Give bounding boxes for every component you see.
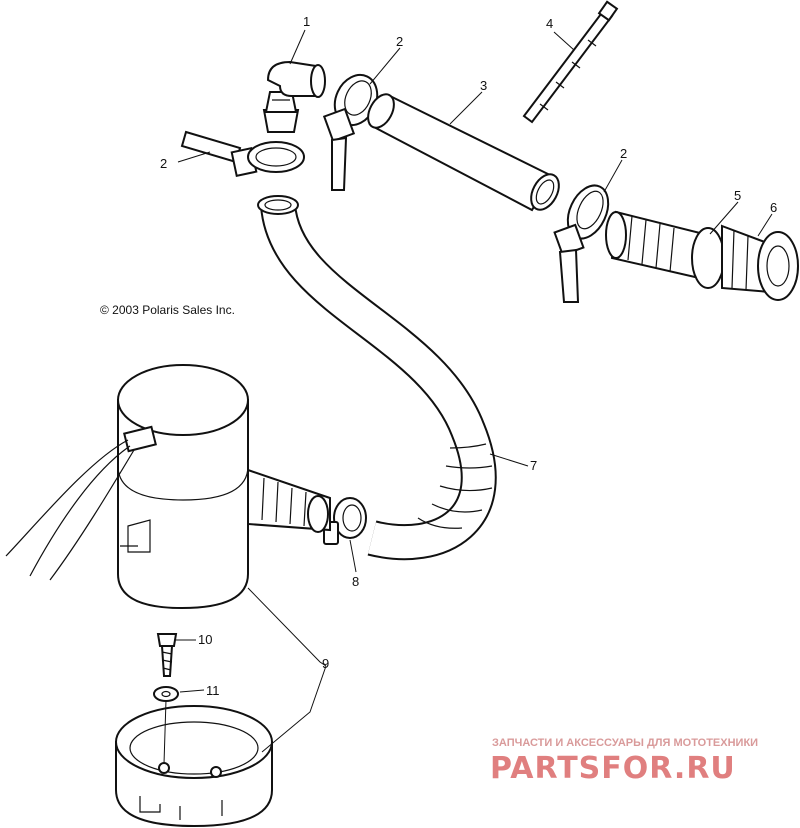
callout-2-left: 2 xyxy=(160,156,167,171)
washer xyxy=(153,686,179,702)
copyright-notice: © 2003 Polaris Sales Inc. xyxy=(100,303,235,317)
pump-base xyxy=(115,705,273,828)
callout-5: 5 xyxy=(734,188,741,203)
bilge-pump xyxy=(5,364,331,610)
cable-tie-clamp-middle xyxy=(322,73,379,191)
callout-2-middle: 2 xyxy=(396,34,403,49)
callout-11: 11 xyxy=(206,683,220,698)
threaded-fitting xyxy=(605,210,725,289)
straight-hose xyxy=(367,93,560,212)
watermark: ЗАПЧАСТИ И АКСЕССУАРЫ ДЛЯ МОТОТЕХНИКИ PA… xyxy=(490,737,758,786)
leader-lines xyxy=(163,29,773,765)
cable-tie-clamp-right xyxy=(553,184,610,303)
bolt xyxy=(156,633,178,677)
cable-tie-clamp-left xyxy=(180,130,305,178)
callout-10: 10 xyxy=(198,632,212,647)
callout-3: 3 xyxy=(480,78,487,93)
callout-labels: 1 2 2 2 3 4 5 6 7 8 9 10 11 xyxy=(160,14,777,698)
callout-8: 8 xyxy=(352,574,359,589)
callout-1: 1 xyxy=(303,14,310,29)
callout-2-right: 2 xyxy=(620,146,627,161)
callout-9: 9 xyxy=(322,656,329,671)
curved-outlet-hose xyxy=(257,195,497,561)
watermark-logo: PARTSFOR.RU xyxy=(490,751,736,786)
callout-7: 7 xyxy=(530,458,537,473)
cable-tie-strip xyxy=(522,0,619,124)
watermark-tagline: ЗАПЧАСТИ И АКСЕССУАРЫ ДЛЯ МОТОТЕХНИКИ xyxy=(492,737,758,749)
thru-hull-outlet xyxy=(721,224,799,301)
elbow-fitting xyxy=(262,60,326,133)
callout-4: 4 xyxy=(546,16,553,31)
callout-6: 6 xyxy=(770,200,777,215)
